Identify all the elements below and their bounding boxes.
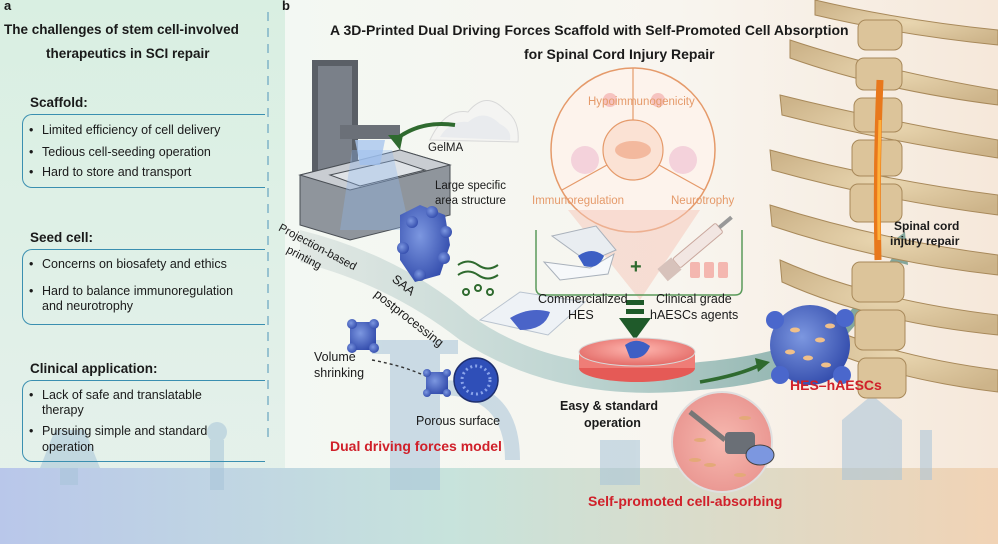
clinical-heading: Clinical application: (30, 361, 158, 376)
panel-b-title-line2: for Spinal Cord Injury Repair (524, 46, 715, 62)
spinal-label-1: Spinal cord (894, 219, 960, 233)
dual-model-label: Dual driving forces model (330, 438, 502, 454)
volume-label-2: shrinking (314, 366, 365, 380)
large-area-label-1: Large specific (435, 180, 506, 192)
seed-cell-item: Hard to balance immunoregulation (29, 283, 233, 300)
printer-illustration (298, 60, 452, 241)
hypoimmuno-label: Hypoimmunogenicity (588, 96, 695, 108)
self-promoted-label: Self-promoted cell-absorbing (588, 493, 783, 509)
clinical-grade-label-1: Clinical grade (656, 292, 732, 306)
clinical-item: Lack of safe and translatable (29, 387, 202, 404)
plus-sign: + (630, 256, 642, 278)
scaffold-box (22, 114, 265, 188)
commercial-label-1: Commercialized (538, 292, 628, 306)
panel-a-title-line1: The challenges of stem cell-involved (4, 22, 239, 37)
panel-a-label: a (4, 0, 12, 13)
seed-cell-box (22, 249, 265, 325)
hes-haescs-label: HES–hAESCs (790, 377, 882, 393)
porous-label: Porous surface (416, 414, 501, 428)
scaffold-heading: Scaffold: (30, 95, 88, 110)
spinal-label-2: injury repair (890, 234, 960, 248)
volume-label-1: Volume (314, 350, 356, 364)
seed-cell-item-cont: and neurotrophy (42, 299, 134, 313)
gelma-label: GelMA (428, 142, 464, 154)
neurotrophy-label: Neurotrophy (671, 195, 735, 207)
clinical-item-cont: therapy (42, 403, 84, 417)
large-area-label-2: area structure (435, 195, 506, 207)
seed-cell-item: Concerns on biosafety and ethics (29, 256, 227, 273)
commercial-label-2: HES (568, 308, 594, 322)
scaffold-item: Limited efficiency of cell delivery (29, 122, 220, 139)
immunoreg-label: Immunoregulation (532, 195, 625, 207)
easy-label-2: operation (584, 416, 641, 430)
panel-b-title-line1: A 3D-Printed Dual Driving Forces Scaffol… (330, 22, 849, 38)
scaffold-item: Tedious cell-seeding operation (29, 144, 211, 161)
scaffold-item: Hard to store and transport (29, 164, 191, 181)
panel-a-title-line2: therapeutics in SCI repair (46, 46, 210, 61)
panel-b-label: b (282, 0, 290, 13)
seed-cell-heading: Seed cell: (30, 230, 94, 245)
clinical-item: Pursuing simple and standard (29, 423, 207, 440)
clinical-item-cont: operation (42, 440, 95, 454)
clinical-box (22, 380, 265, 462)
clinical-grade-label-2: hAESCs agents (650, 308, 739, 322)
easy-label-1: Easy & standard (560, 399, 658, 413)
